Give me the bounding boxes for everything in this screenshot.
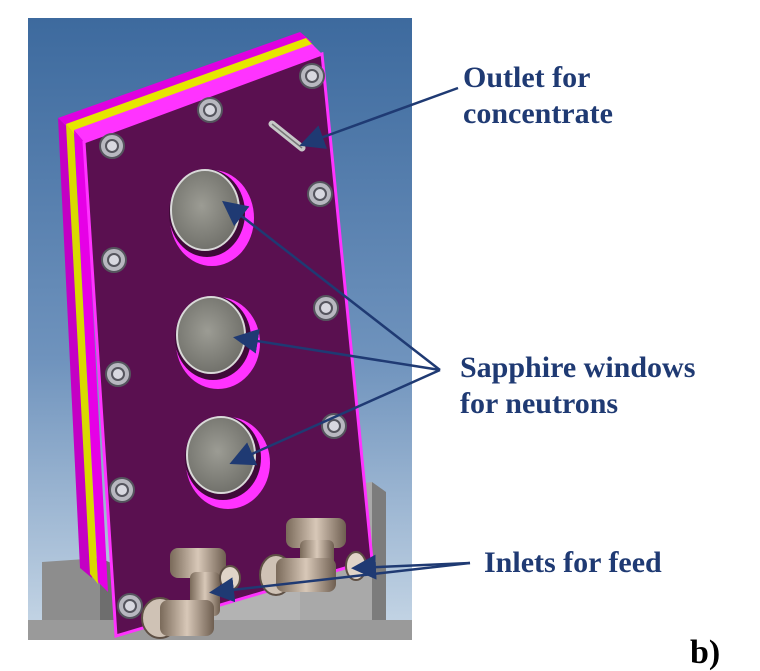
bolt-icon bbox=[109, 477, 135, 503]
annotation-arrows bbox=[209, 86, 471, 603]
panel-mark: b) bbox=[690, 634, 721, 671]
arrow-window-3 bbox=[229, 368, 441, 466]
bolt-icon bbox=[117, 593, 143, 619]
outlet-label-line-1: Outlet for bbox=[463, 61, 591, 94]
arrow-inlet-2 bbox=[209, 561, 471, 603]
bolts bbox=[99, 63, 347, 619]
cell-plate-stack bbox=[58, 32, 374, 638]
sapphire-window-icon bbox=[185, 416, 270, 509]
bolt-icon bbox=[197, 97, 223, 123]
bolt-icon bbox=[313, 295, 339, 321]
bolt-icon bbox=[99, 133, 125, 159]
sapphire-windows bbox=[169, 169, 270, 509]
bolt-icon bbox=[299, 63, 325, 89]
outlet-label: Outlet for concentrate bbox=[463, 60, 613, 132]
bolt-icon bbox=[101, 247, 127, 273]
sapphire-label-line-2: for neutrons bbox=[460, 387, 619, 420]
arrow-window-2 bbox=[233, 328, 441, 372]
outlet-label-line-2: concentrate bbox=[463, 97, 613, 130]
outlet-pipe-icon bbox=[268, 120, 306, 152]
sapphire-window-icon bbox=[169, 169, 254, 266]
sapphire-label: Sapphire windows for neutrons bbox=[460, 350, 695, 422]
arrow-inlet-1 bbox=[351, 554, 471, 580]
inlets-label: Inlets for feed bbox=[484, 546, 662, 579]
bolt-icon bbox=[307, 181, 333, 207]
arrow-window-1 bbox=[222, 200, 441, 371]
arrow-outlet bbox=[299, 86, 459, 149]
sapphire-window-icon bbox=[175, 296, 260, 389]
bolt-icon bbox=[105, 361, 131, 387]
sapphire-label-line-1: Sapphire windows bbox=[460, 351, 696, 384]
